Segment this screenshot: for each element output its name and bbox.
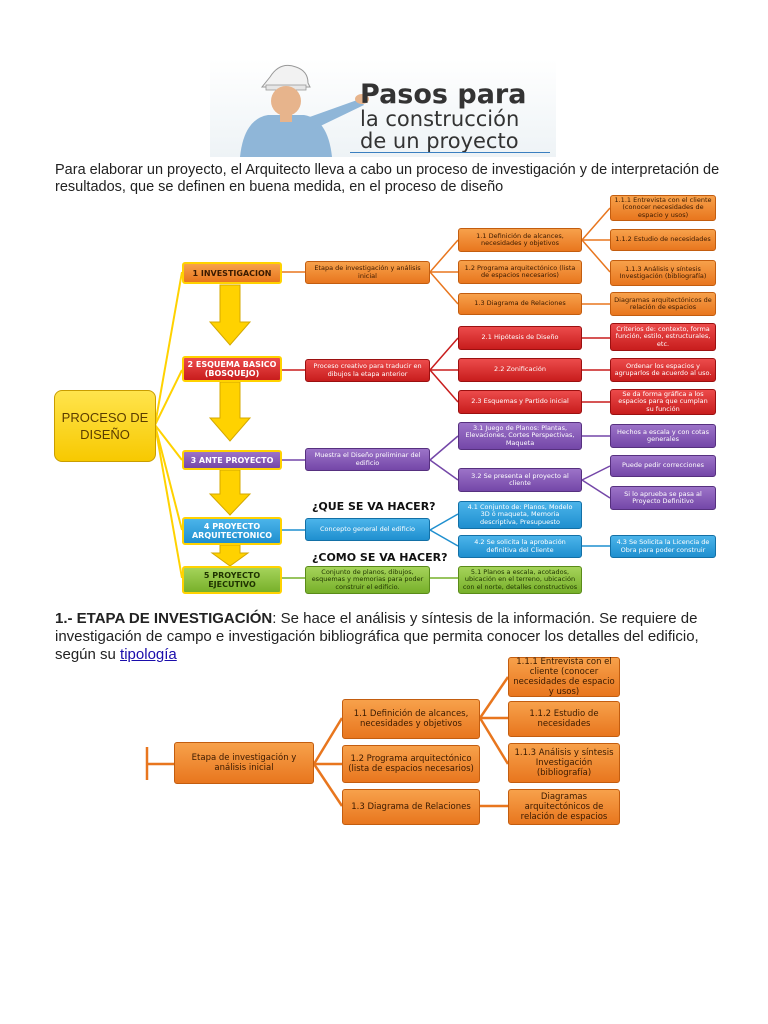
- detail-2-1: Criterios de: contexto, forma función, e…: [610, 323, 716, 351]
- stage-4: 4 PROYECTO ARQUITECTONICO: [182, 517, 282, 545]
- step-4-2: 4.2 Se solicita la aprobación definitiva…: [458, 535, 582, 558]
- detail-2-2: Ordenar los espacios y agruparlos de acu…: [610, 358, 716, 382]
- section-1-heading: 1.- ETAPA DE INVESTIGACIÓN: [55, 610, 273, 627]
- diagram-connectors: [154, 207, 611, 579]
- step-3-2: 3.2 Se presenta el proyecto al cliente: [458, 468, 582, 492]
- stage-2-desc: Proceso creativo para traducir en dibujo…: [305, 359, 430, 382]
- stage-1-desc: Etapa de investigación y análisis inicia…: [305, 261, 430, 284]
- step-1-1: 1.1 Definición de alcances, necesidades …: [458, 228, 582, 252]
- stage-2: 2 ESQUEMA BASICO (BOSQUEJO): [182, 356, 282, 382]
- tipologia-link[interactable]: tipología: [120, 646, 177, 663]
- stage-4-desc: Concepto general del edificio: [305, 518, 430, 541]
- question-what: ¿QUE SE VA HACER?: [312, 500, 436, 513]
- banner-image: Pasos para la construcción de un proyect…: [210, 59, 556, 157]
- detail-1-1-1: 1.1.1 Entrevista con el cliente (conocer…: [610, 195, 716, 221]
- stage-3-desc: Muestra el Diseño preliminar del edifici…: [305, 448, 430, 471]
- inv-detail-1-1-2: 1.1.2 Estudio de necesidades: [508, 701, 620, 737]
- section-1-paragraph: 1.- ETAPA DE INVESTIGACIÓN: Se hace el a…: [55, 610, 720, 664]
- step-2-3: 2.3 Esquemas y Partido inicial: [458, 390, 582, 414]
- stage-5: 5 PROYECTO EJECUTIVO: [182, 566, 282, 594]
- root-node: PROCESO DE DISEÑO: [54, 390, 156, 462]
- inv-root: Etapa de investigación y análisis inicia…: [174, 742, 314, 784]
- step-2-1: 2.1 Hipótesis de Diseño: [458, 326, 582, 350]
- inv-detail-1-1-3: 1.1.3 Análisis y síntesis Investigación …: [508, 743, 620, 783]
- process-diagram: PROCESO DE DISEÑO 1 INVESTIGACION 2 ESQU…: [54, 195, 716, 594]
- step-4-1: 4.1 Conjunto de: Planos, Modelo 3D ó maq…: [458, 501, 582, 529]
- step-2-2: 2.2 Zonificación: [458, 358, 582, 382]
- step-5-1: 5.1 Planos a escala, acotados, ubicación…: [458, 566, 582, 594]
- detail-3-2b: Si lo aprueba se pasa al Proyecto Defini…: [610, 486, 716, 510]
- detail-3-2a: Puede pedir correcciones: [610, 455, 716, 477]
- question-how: ¿COMO SE VA HACER?: [312, 551, 448, 564]
- inv-detail-1-1-1: 1.1.1 Entrevista con el cliente (conocer…: [508, 657, 620, 697]
- architect-illustration: [240, 64, 369, 157]
- detail-2-3: Se da forma gráfica a los espacios para …: [610, 389, 716, 415]
- banner-underline: [350, 152, 550, 153]
- stage-3: 3 ANTE PROYECTO: [182, 450, 282, 470]
- detail-4-3: 4.3 Se Solicita la Licencia de Obra para…: [610, 535, 716, 558]
- inv-step-1-2: 1.2 Programa arquitectónico (lista de es…: [342, 745, 480, 783]
- intro-paragraph: Para elaborar un proyecto, el Arquitecto…: [55, 162, 720, 195]
- banner-title: Pasos para la construcción de un proyect…: [360, 79, 527, 153]
- inv-step-1-3: 1.3 Diagrama de Relaciones: [342, 789, 480, 825]
- detail-1-1-2: 1.1.2 Estudio de necesidades: [610, 229, 716, 251]
- step-3-1: 3.1 Juego de Planos: Plantas, Elevacione…: [458, 422, 582, 450]
- detail-1-3: Diagramas arquitectónicos de relación de…: [610, 292, 716, 316]
- detail-3-1: Hechos a escala y con cotas generales: [610, 424, 716, 448]
- inv-step-1-1: 1.1 Definición de alcances, necesidades …: [342, 699, 480, 739]
- section-1-text: : Se hace el análisis y síntesis de la i…: [55, 610, 699, 663]
- step-1-2: 1.2 Programa arquitectónico (lista de es…: [458, 260, 582, 284]
- stage-5-desc: Conjunto de planos, dibujos, esquemas y …: [305, 566, 430, 594]
- detail-1-1-3: 1.1.3 Análisis y síntesis Investigación …: [610, 260, 716, 286]
- inv-detail-1-3: Diagramas arquitectónicos de relación de…: [508, 789, 620, 825]
- step-1-3: 1.3 Diagrama de Relaciones: [458, 293, 582, 315]
- stage-1: 1 INVESTIGACION: [182, 262, 282, 284]
